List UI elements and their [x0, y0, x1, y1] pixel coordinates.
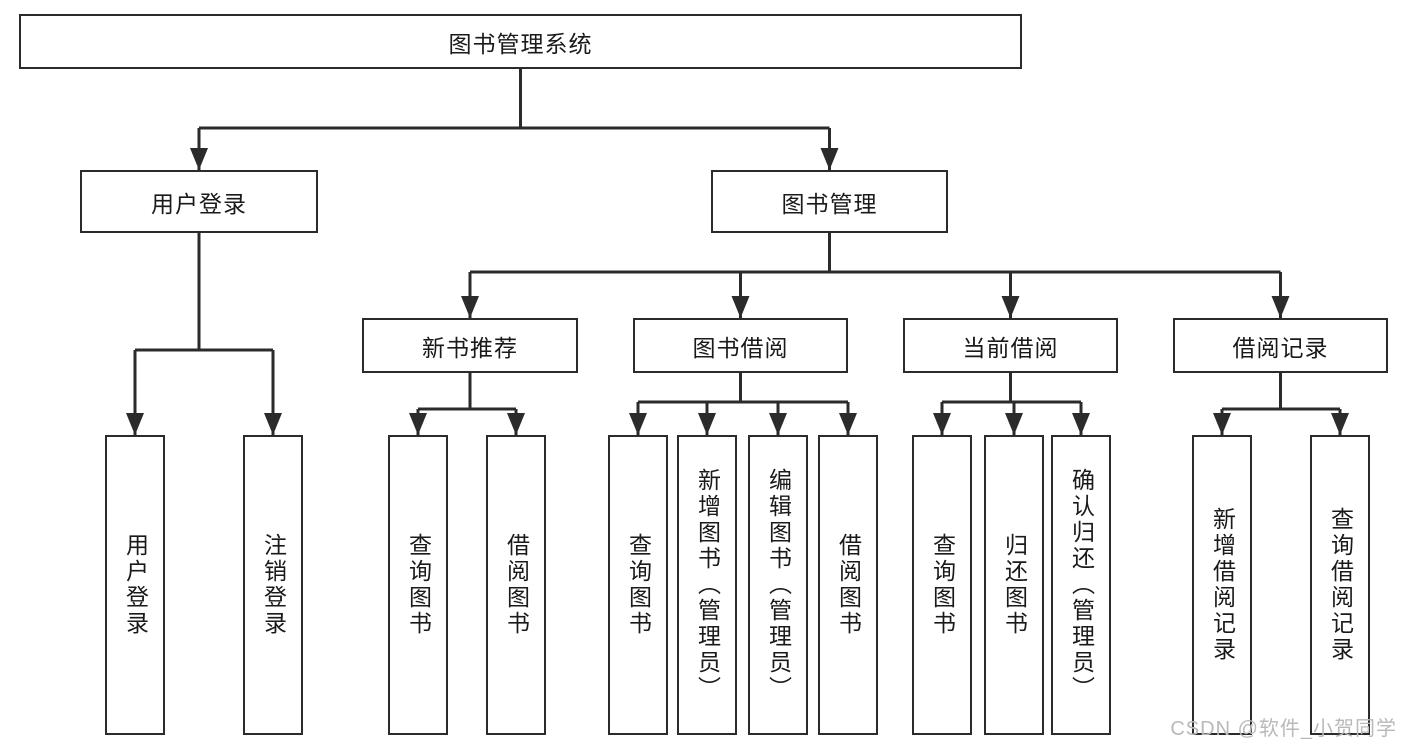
arrowhead-icon	[839, 413, 857, 435]
arrowhead-icon	[264, 413, 282, 435]
node-label: 借阅图书	[503, 533, 530, 637]
node-leaf-add-record[interactable]: 新增借阅记录	[1192, 435, 1252, 735]
arrowhead-icon	[731, 296, 750, 318]
arrowhead-icon	[126, 413, 144, 435]
node-label: 编辑图书（管理员）	[765, 468, 792, 702]
node-leaf-query-book-3[interactable]: 查询图书	[912, 435, 972, 735]
node-label: 新增图书（管理员）	[694, 468, 721, 702]
node-leaf-query-book-2[interactable]: 查询图书	[608, 435, 668, 735]
node-leaf-query-record[interactable]: 查询借阅记录	[1310, 435, 1370, 735]
node-leaf-user-logout[interactable]: 注销登录	[243, 435, 303, 735]
watermark-label: CSDN @软件_小贺同学	[1170, 718, 1397, 740]
arrowhead-icon	[409, 413, 427, 435]
arrowhead-icon	[629, 413, 647, 435]
node-leaf-edit-book[interactable]: 编辑图书（管理员）	[748, 435, 808, 735]
arrowhead-icon	[1213, 413, 1231, 435]
node-leaf-user-login[interactable]: 用户登录	[105, 435, 165, 735]
node-leaf-confirm-return[interactable]: 确认归还（管理员）	[1051, 435, 1111, 735]
node-leaf-add-book[interactable]: 新增图书（管理员）	[677, 435, 737, 735]
node-label: 查询图书	[929, 533, 956, 637]
node-label: 借阅记录	[1232, 334, 1329, 361]
arrowhead-icon	[461, 296, 479, 318]
node-label: 当前借阅	[962, 334, 1059, 361]
node-label: 图书借阅	[692, 334, 789, 361]
node-label: 确认归还（管理员）	[1068, 468, 1095, 702]
node-label: 查询图书	[625, 533, 652, 637]
arrowhead-icon	[1005, 413, 1023, 435]
arrowhead-icon	[1331, 413, 1349, 435]
node-label: 查询图书	[405, 533, 432, 637]
node-label: 新书推荐	[422, 334, 518, 361]
node-new-book-rec[interactable]: 新书推荐	[362, 318, 578, 373]
node-label: 借阅图书	[835, 533, 862, 637]
node-label: 新增借阅记录	[1209, 507, 1236, 663]
node-label: 归还图书	[1001, 533, 1028, 637]
node-book-manage[interactable]: 图书管理	[711, 170, 948, 233]
node-label: 查询借阅记录	[1327, 507, 1354, 663]
node-label: 图书管理系统	[448, 30, 593, 57]
arrowhead-icon	[1001, 296, 1020, 318]
node-book-borrow[interactable]: 图书借阅	[633, 318, 848, 373]
node-label: 图书管理	[781, 190, 878, 217]
node-root[interactable]: 图书管理系统	[19, 14, 1022, 69]
node-leaf-return-book[interactable]: 归还图书	[984, 435, 1044, 735]
node-label: 用户登录	[122, 533, 149, 637]
arrowhead-icon	[1072, 413, 1090, 435]
node-borrow-record[interactable]: 借阅记录	[1173, 318, 1388, 373]
arrowhead-icon	[769, 413, 787, 435]
arrowhead-icon	[507, 413, 525, 435]
node-label: 注销登录	[260, 533, 287, 637]
arrowhead-icon	[190, 148, 208, 170]
arrowhead-icon	[698, 413, 716, 435]
node-label: 用户登录	[151, 190, 247, 217]
node-leaf-borrow-book-1[interactable]: 借阅图书	[486, 435, 546, 735]
arrowhead-icon	[1271, 296, 1290, 318]
node-leaf-query-book-1[interactable]: 查询图书	[388, 435, 448, 735]
node-leaf-borrow-book-2[interactable]: 借阅图书	[818, 435, 878, 735]
node-current-borrow[interactable]: 当前借阅	[903, 318, 1118, 373]
arrowhead-icon	[933, 413, 951, 435]
arrowhead-icon	[820, 148, 839, 170]
node-user-login[interactable]: 用户登录	[80, 170, 318, 233]
